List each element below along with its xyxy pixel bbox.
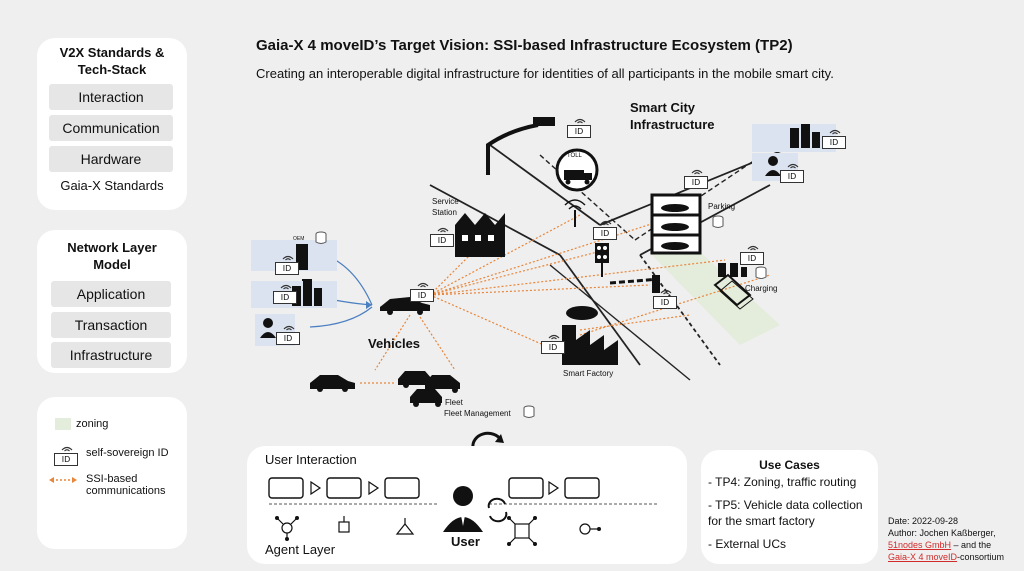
footer-mid: – and the (951, 540, 992, 550)
id-label: ID (541, 341, 565, 354)
database-icon (523, 405, 535, 418)
smart-city-label: Smart City Infrastructure (630, 100, 715, 132)
page-subtitle: Creating an interoperable digital infras… (256, 66, 834, 81)
id-badge-company: ID (273, 282, 299, 306)
id-badge-barrier: ID (653, 287, 679, 311)
legend-zoning-swatch (55, 418, 71, 430)
id-label: ID (593, 227, 617, 240)
footer-line3: 51nodes GmbH – and the (888, 540, 991, 550)
legend-comm-label: SSI-based communications (86, 473, 166, 497)
v2x-hardware: Hardware (49, 146, 173, 172)
v2x-interaction: Interaction (49, 84, 173, 110)
id-badge-toll: ID (567, 116, 593, 140)
id-badge-traffic-light: ID (593, 218, 619, 242)
user-flow-graphic (268, 477, 657, 546)
id-label: ID (276, 332, 300, 345)
legend-ssi-icon: ID (54, 444, 80, 468)
legend-ssi-label: self-sovereign ID (86, 447, 169, 459)
id-label: ID (54, 453, 78, 466)
id-label: ID (822, 136, 846, 149)
user-interaction-label: User Interaction (265, 452, 357, 467)
oem-building-icon (296, 244, 308, 270)
legend-panel: zoning ID self-sovereign ID SSI-based co… (37, 397, 187, 549)
charging-icon (718, 263, 747, 277)
traffic-light-icon (595, 243, 609, 263)
use-cases-panel: Use Cases - TP4: Zoning, traffic routing… (701, 450, 878, 564)
v2x-title: V2X Standards & Tech-Stack (59, 45, 165, 77)
person-icon (260, 318, 276, 338)
use-case-item: - TP5: Vehicle data collection for the s… (708, 498, 863, 528)
network-infrastructure: Infrastructure (51, 342, 171, 368)
id-badge-vehicle: ID (410, 280, 436, 304)
legend-zoning-label: zoning (76, 418, 109, 430)
fleet-management-label: Fleet Management (444, 409, 511, 418)
smart-factory-label: Smart Factory (563, 369, 614, 378)
v2x-communication: Communication (49, 115, 173, 141)
id-badge-city-building: ID (822, 127, 848, 151)
vehicles-label: Vehicles (368, 336, 421, 351)
v2x-gaiax-standards: Gaia-X Standards (60, 178, 164, 193)
id-label: ID (430, 234, 454, 247)
id-label: ID (410, 289, 434, 302)
id-badge-charging: ID (740, 243, 766, 267)
smart-city-diagram (260, 117, 790, 407)
id-badge-parking: ID (684, 167, 710, 191)
oem-label: OEM (293, 236, 305, 242)
footer-tail: -consortium (957, 552, 1005, 562)
network-transaction: Transaction (51, 312, 171, 338)
use-case-item: - External UCs (708, 537, 787, 551)
parking-icon (650, 193, 702, 255)
51nodes-link[interactable]: 51nodes GmbH (888, 540, 952, 550)
id-badge-city-person: ID (780, 161, 806, 185)
gaiax-moveid-link[interactable]: Gaia-X 4 moveID (888, 552, 958, 562)
vehicle-icons (310, 297, 460, 407)
id-label: ID (780, 170, 804, 183)
city-person-icon (765, 156, 781, 176)
toll-label: TOLL (567, 153, 582, 159)
id-label: ID (684, 176, 708, 189)
page-title: Gaia-X 4 moveID’s Target Vision: SSI-bas… (256, 37, 793, 54)
parking-label: Parking (708, 202, 736, 211)
id-badge-service-station: ID (430, 225, 456, 249)
service-station-label: Service Station (432, 197, 459, 217)
footer-line4: Gaia-X 4 moveID-consortium (888, 552, 1004, 562)
use-cases-title: Use Cases (759, 458, 820, 472)
id-badge-oem: ID (275, 253, 301, 277)
network-panel: Network Layer Model Application Transact… (37, 230, 187, 373)
legend-arrow-icon (49, 477, 77, 483)
database-icon (755, 266, 767, 279)
footer-author: Author: Jochen Kaßberger, (888, 528, 996, 538)
id-label: ID (275, 262, 299, 275)
database-icon (315, 231, 327, 244)
footer-date: Date: 2022-09-28 (888, 516, 959, 526)
agent-layer-label: Agent Layer (265, 542, 336, 557)
user-label: User (451, 534, 480, 549)
user-interaction-panel: User Interaction Agent Layer User (247, 446, 687, 564)
smart-factory-icon (562, 306, 618, 365)
id-badge-person: ID (276, 323, 302, 347)
v2x-panel: V2X Standards & Tech-Stack Interaction C… (37, 38, 187, 210)
network-title: Network Layer Model (67, 240, 157, 272)
charging-label: Charging (745, 284, 778, 293)
database-icon (712, 215, 724, 228)
id-label: ID (567, 125, 591, 138)
city-building-icon (790, 124, 820, 148)
id-label: ID (653, 296, 677, 309)
fleet-label: Fleet (445, 398, 463, 407)
id-label: ID (740, 252, 764, 265)
network-application: Application (51, 281, 171, 307)
id-label: ID (273, 291, 297, 304)
id-badge-factory: ID (541, 332, 567, 356)
use-case-item: - TP4: Zoning, traffic routing (708, 475, 857, 489)
